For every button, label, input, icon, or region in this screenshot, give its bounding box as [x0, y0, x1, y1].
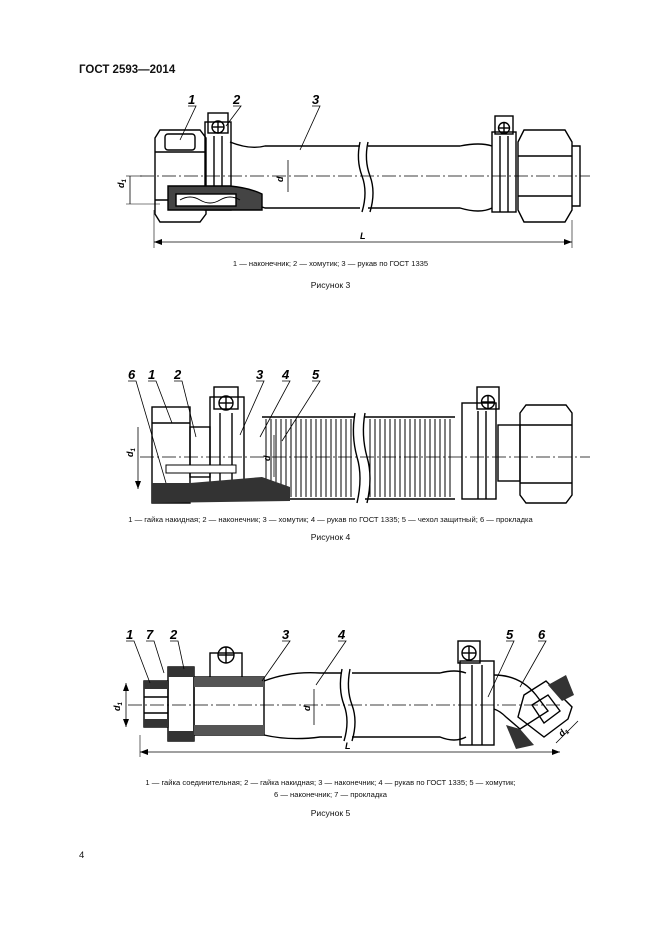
fig5-callout-5: 5 [506, 627, 514, 642]
fig5-callout-4: 4 [337, 627, 346, 642]
fig4-callout-2: 2 [173, 367, 182, 382]
fig4-dim-d: d [262, 455, 272, 461]
fig5-callout-3: 3 [282, 627, 290, 642]
figure-3-caption: 1 — наконечник; 2 — хомутик; 3 — рукав п… [232, 259, 429, 268]
fig3-callout-1: 1 [188, 92, 195, 107]
figure-5-caption-line-1: 1 — гайка соединительная; 2 — гайка наки… [145, 778, 516, 787]
figure-4-caption: 1 — гайка накидная; 2 — наконечник; 3 — … [128, 515, 533, 524]
figure-5-caption-line-2: 6 — наконечник; 7 — прокладка [274, 790, 387, 799]
page-number: 4 [79, 850, 85, 861]
fig5-dim-d1-angled: d1 [556, 725, 571, 740]
fig4-callout-6: 6 [128, 367, 136, 382]
figure-5-title: Рисунок 5 [310, 808, 351, 818]
fig3-dim-L: L [360, 231, 366, 241]
fig5-callout-6: 6 [538, 627, 546, 642]
fig3-dim-d1: d1 [116, 179, 128, 189]
fig3-callout-2: 2 [232, 92, 241, 107]
figure-4-drawing: 6 1 2 3 4 5 d1 d [125, 367, 590, 504]
fig5-callout-2: 2 [169, 627, 178, 642]
document-header: ГОСТ 2593—2014 [79, 64, 176, 76]
figure-3-title: Рисунок 3 [310, 280, 351, 290]
figure-5-drawing: 1 7 2 3 4 5 6 d1 d L d1 [112, 627, 579, 757]
fig4-callout-3: 3 [256, 367, 264, 382]
fig3-callout-3: 3 [312, 92, 320, 107]
fig5-callout-1: 1 [126, 627, 133, 642]
fig5-dim-d1: d1 [112, 702, 124, 712]
fig4-dim-d1: d1 [125, 448, 137, 458]
fig5-dim-d: d [302, 705, 312, 711]
figure-4-title: Рисунок 4 [310, 532, 351, 542]
fig4-callout-4: 4 [281, 367, 290, 382]
fig4-callout-5: 5 [312, 367, 320, 382]
fig5-dim-L: L [345, 741, 351, 751]
fig3-dim-d: d [275, 176, 285, 182]
fig4-callout-1: 1 [148, 367, 155, 382]
figure-3-drawing: 1 2 3 d1 d L [116, 92, 590, 248]
fig5-callout-7: 7 [146, 627, 154, 642]
